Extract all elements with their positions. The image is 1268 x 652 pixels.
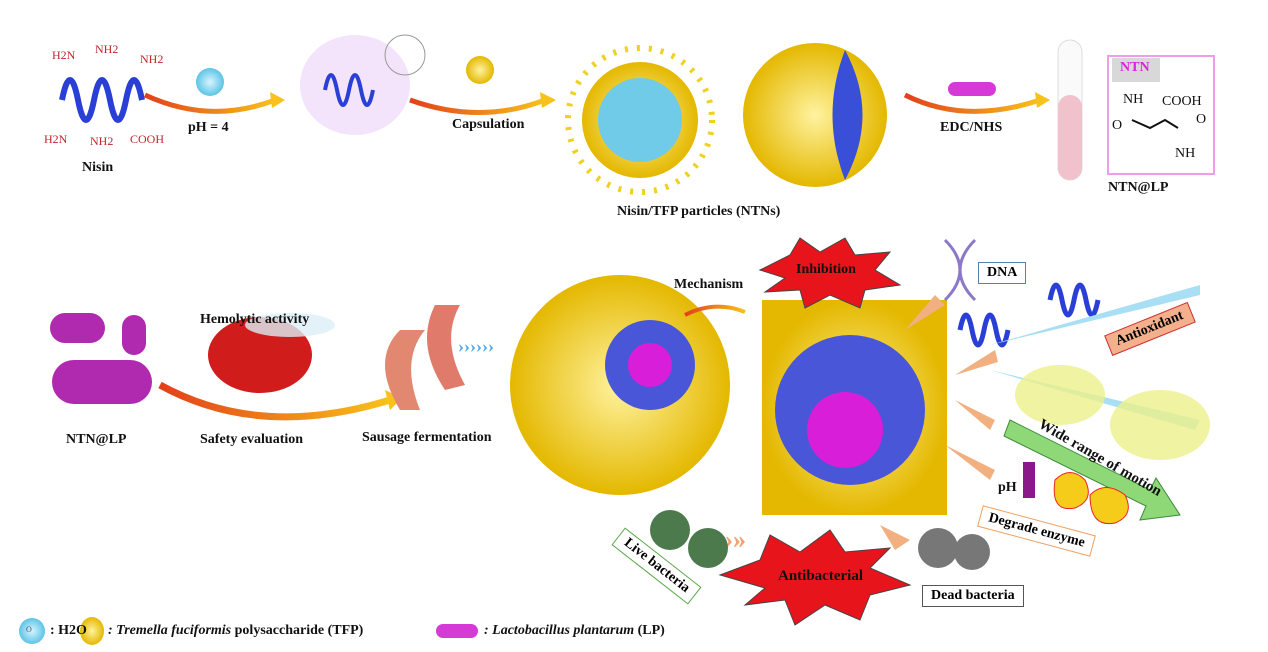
tfp-particle-icon bbox=[466, 56, 494, 84]
arrow-ph bbox=[143, 92, 276, 114]
motion-arrow bbox=[1003, 419, 1181, 521]
inhibition-burst bbox=[758, 237, 902, 309]
svg-text:››››››: ›››››› bbox=[458, 336, 494, 356]
amine-label: NH2 bbox=[140, 52, 164, 66]
legend-water-icon bbox=[19, 618, 45, 644]
structure-o: O bbox=[1112, 118, 1123, 133]
hemolytic-label: Hemolytic activity bbox=[200, 312, 310, 327]
legend-h2o: : H2O bbox=[50, 623, 87, 638]
structure-cooh: COOH bbox=[1162, 94, 1202, 109]
structure-ntn: NTN bbox=[1120, 60, 1150, 75]
inhibition-label: Inhibition bbox=[796, 262, 856, 277]
dna-box: DNA bbox=[978, 262, 1027, 284]
carboxyl-label: COOH bbox=[130, 132, 165, 146]
amine-label: H2N bbox=[52, 48, 76, 62]
ph-label: pH = 4 bbox=[188, 120, 229, 135]
antibacterial-burst bbox=[718, 529, 912, 626]
legend-tfp-italic: : Tremella fuciformis bbox=[108, 623, 232, 638]
nisin-helix bbox=[59, 77, 145, 123]
legend-lp-icon bbox=[436, 624, 478, 638]
legend-tfp: : Tremella fuciformis polysaccharide (TF… bbox=[108, 623, 363, 639]
dead-bacteria-box: Dead bacteria bbox=[922, 585, 1024, 607]
lp-bacterium-icon bbox=[948, 82, 996, 96]
mechanism-label: Mechanism bbox=[674, 277, 744, 292]
arrow-edc bbox=[903, 92, 1041, 114]
structure-o: O bbox=[1196, 112, 1207, 127]
water-molecule-icon bbox=[196, 68, 224, 96]
safety-label: Safety evaluation bbox=[200, 432, 304, 447]
arrow-mechanism bbox=[684, 304, 746, 317]
legend-lp-rest: (LP) bbox=[634, 623, 665, 638]
arrow-capsulation bbox=[409, 97, 546, 115]
legend-water-atom: O bbox=[26, 625, 32, 634]
arrow-safety bbox=[158, 381, 392, 421]
antibacterial-label: Antibacterial bbox=[778, 568, 863, 584]
nisin-label: Nisin bbox=[82, 160, 114, 175]
amine-label: H2N bbox=[44, 132, 68, 146]
structure-nh: NH bbox=[1123, 92, 1144, 107]
amine-label: NH2 bbox=[95, 42, 119, 56]
ntn-lp-label: NTN@LP bbox=[1108, 180, 1169, 195]
edc-label: EDC/NHS bbox=[940, 120, 1003, 135]
amine-label: NH2 bbox=[90, 134, 114, 148]
legend-lp: : Lactobacillus plantarum (LP) bbox=[484, 623, 665, 639]
legend-lp-italic: : Lactobacillus plantarum bbox=[484, 623, 635, 638]
capsulation-label: Capsulation bbox=[452, 117, 525, 132]
legend-tfp-rest: polysaccharide (TFP) bbox=[231, 623, 364, 638]
ntn-lp-bottom-label: NTN@LP bbox=[66, 432, 127, 447]
ph-gradient-label: pH bbox=[998, 480, 1017, 495]
structure-nh: NH bbox=[1175, 146, 1196, 161]
legend-tfp-icon bbox=[80, 617, 104, 645]
sausage-label: Sausage fermentation bbox=[362, 430, 492, 445]
particles-label: Nisin/TFP particles (NTNs) bbox=[617, 204, 781, 219]
